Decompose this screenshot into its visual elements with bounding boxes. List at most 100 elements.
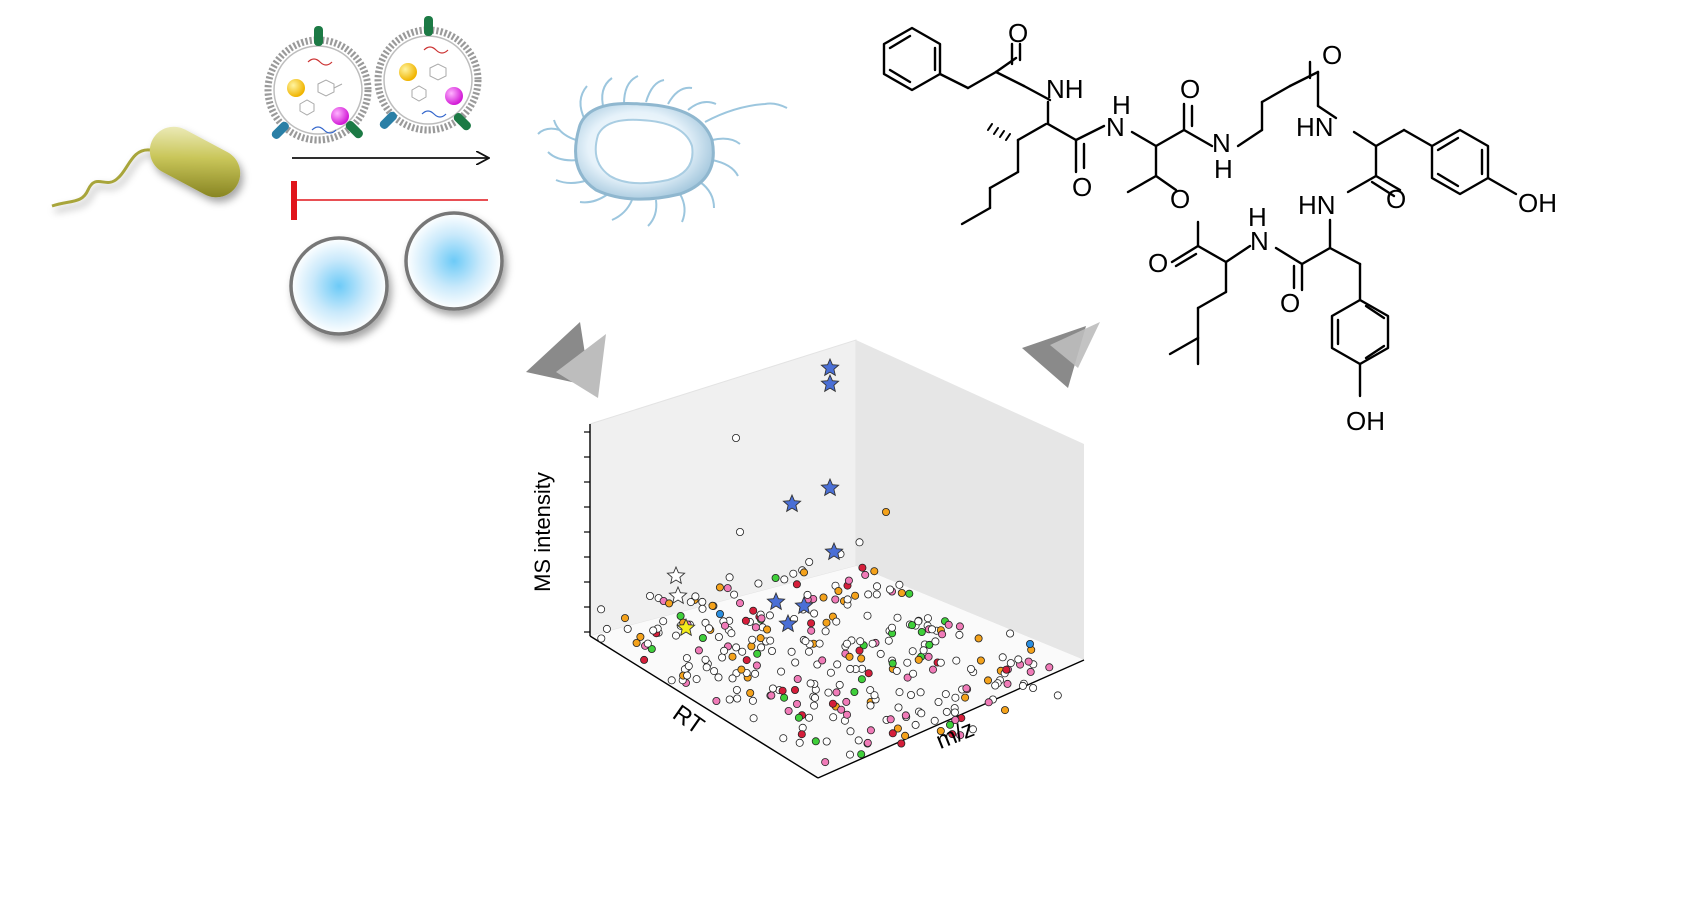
scatter-point: [857, 675, 866, 684]
vesicle-icon-left: [268, 26, 368, 141]
scatter-point: [962, 684, 971, 693]
ms-3d-plot: MS intensity RT m/z: [530, 339, 1085, 779]
scatter-point: [794, 713, 803, 722]
scatter-point: [858, 563, 867, 572]
scatter-point: [736, 528, 745, 537]
scatter-point: [895, 688, 904, 697]
scatter-point: [646, 592, 655, 601]
scatter-point: [686, 598, 695, 607]
scatter-point: [792, 580, 801, 589]
scatter-point: [882, 507, 891, 516]
scatter-point: [765, 611, 774, 620]
bacterium-icon: [51, 126, 241, 208]
scatter-point: [936, 658, 945, 667]
scatter-point: [821, 627, 830, 636]
scatter-point: [756, 634, 765, 643]
scatter-point: [665, 599, 674, 608]
scatter-point: [826, 668, 835, 677]
scatter-point: [897, 589, 906, 598]
star-marker-blue: [820, 357, 840, 377]
scatter-point: [903, 658, 912, 667]
scatter-point: [837, 705, 846, 714]
scatter-point: [955, 622, 964, 631]
star-marker-blue: [778, 613, 798, 633]
scatter-point: [946, 720, 955, 729]
scatter-point: [991, 681, 1000, 690]
scatter-point: [892, 666, 901, 675]
atom-label-o6: O: [1170, 184, 1190, 214]
scatter-point: [659, 617, 668, 626]
scatter-point: [908, 647, 917, 656]
scatter-point: [643, 639, 652, 648]
scatter-point: [682, 654, 691, 663]
scatter-point: [828, 699, 837, 708]
scatter-point: [803, 590, 812, 599]
axis-label-ms-intensity: MS intensity: [530, 472, 555, 592]
scatter-point: [843, 595, 852, 604]
atom-label-n3: N: [1212, 128, 1231, 158]
scatter-point: [710, 667, 719, 676]
scatter-point: [941, 690, 950, 699]
star-marker-white: [666, 565, 686, 585]
scatter-point: [811, 693, 820, 702]
scatter-point: [976, 656, 985, 665]
scatter-point: [698, 604, 707, 613]
scatter-point: [928, 625, 937, 634]
scatter-point: [791, 658, 800, 667]
scatter-point: [951, 693, 960, 702]
scatter-point: [961, 693, 970, 702]
scatter-point: [597, 605, 606, 614]
scatter-point: [831, 595, 840, 604]
atom-label-o7: O: [1148, 248, 1168, 278]
scatter-point: [866, 686, 875, 695]
scatter-point: [901, 711, 910, 720]
scatter-point: [846, 750, 855, 759]
scatter-point: [864, 590, 873, 599]
scatter-point: [732, 433, 741, 442]
scatter-point: [924, 652, 933, 661]
scatter-point: [1003, 679, 1012, 688]
scatter-point: [807, 619, 816, 628]
scatter-point: [821, 758, 830, 767]
scatter-point: [914, 617, 923, 626]
atom-label-n2: N: [1106, 112, 1125, 142]
scatter-point: [708, 601, 717, 610]
scatter-point: [748, 635, 757, 644]
scatter-point: [834, 587, 843, 596]
scatter-point: [866, 726, 875, 735]
scatter-point: [872, 590, 881, 599]
scatter-point: [911, 720, 920, 729]
scatter-point: [815, 639, 824, 648]
atom-label-oh2: OH: [1346, 406, 1385, 436]
star-marker-blue: [820, 373, 840, 393]
scatter-point: [846, 664, 855, 673]
scatter-point: [723, 584, 732, 593]
scatter-point: [793, 700, 802, 709]
scatter-point: [948, 730, 957, 739]
scatter-point: [742, 656, 751, 665]
scatter-point: [903, 673, 912, 682]
star-marker-blue: [766, 591, 786, 611]
scatter-point: [857, 750, 866, 759]
scatter-point: [1026, 640, 1035, 649]
scatter-point: [1029, 684, 1038, 693]
scatter-point: [944, 620, 953, 629]
scatter-point: [1045, 663, 1054, 672]
scatter-point: [667, 676, 676, 685]
scatter-point: [800, 568, 809, 577]
scatter-point: [640, 655, 649, 664]
scatter-point: [779, 734, 788, 743]
scatter-point: [855, 646, 864, 655]
scatter-point: [705, 624, 714, 633]
scatter-point: [845, 652, 854, 661]
scatter-point: [886, 715, 895, 724]
scatter-point: [956, 731, 965, 740]
scatter-point: [810, 701, 819, 710]
scatter-point: [751, 623, 760, 632]
scatter-point: [942, 707, 951, 716]
scatter-point: [749, 714, 758, 723]
scatter-point: [715, 583, 724, 592]
scatter-point: [835, 680, 844, 689]
scatter-point: [749, 606, 758, 615]
scatter-point: [787, 647, 796, 656]
